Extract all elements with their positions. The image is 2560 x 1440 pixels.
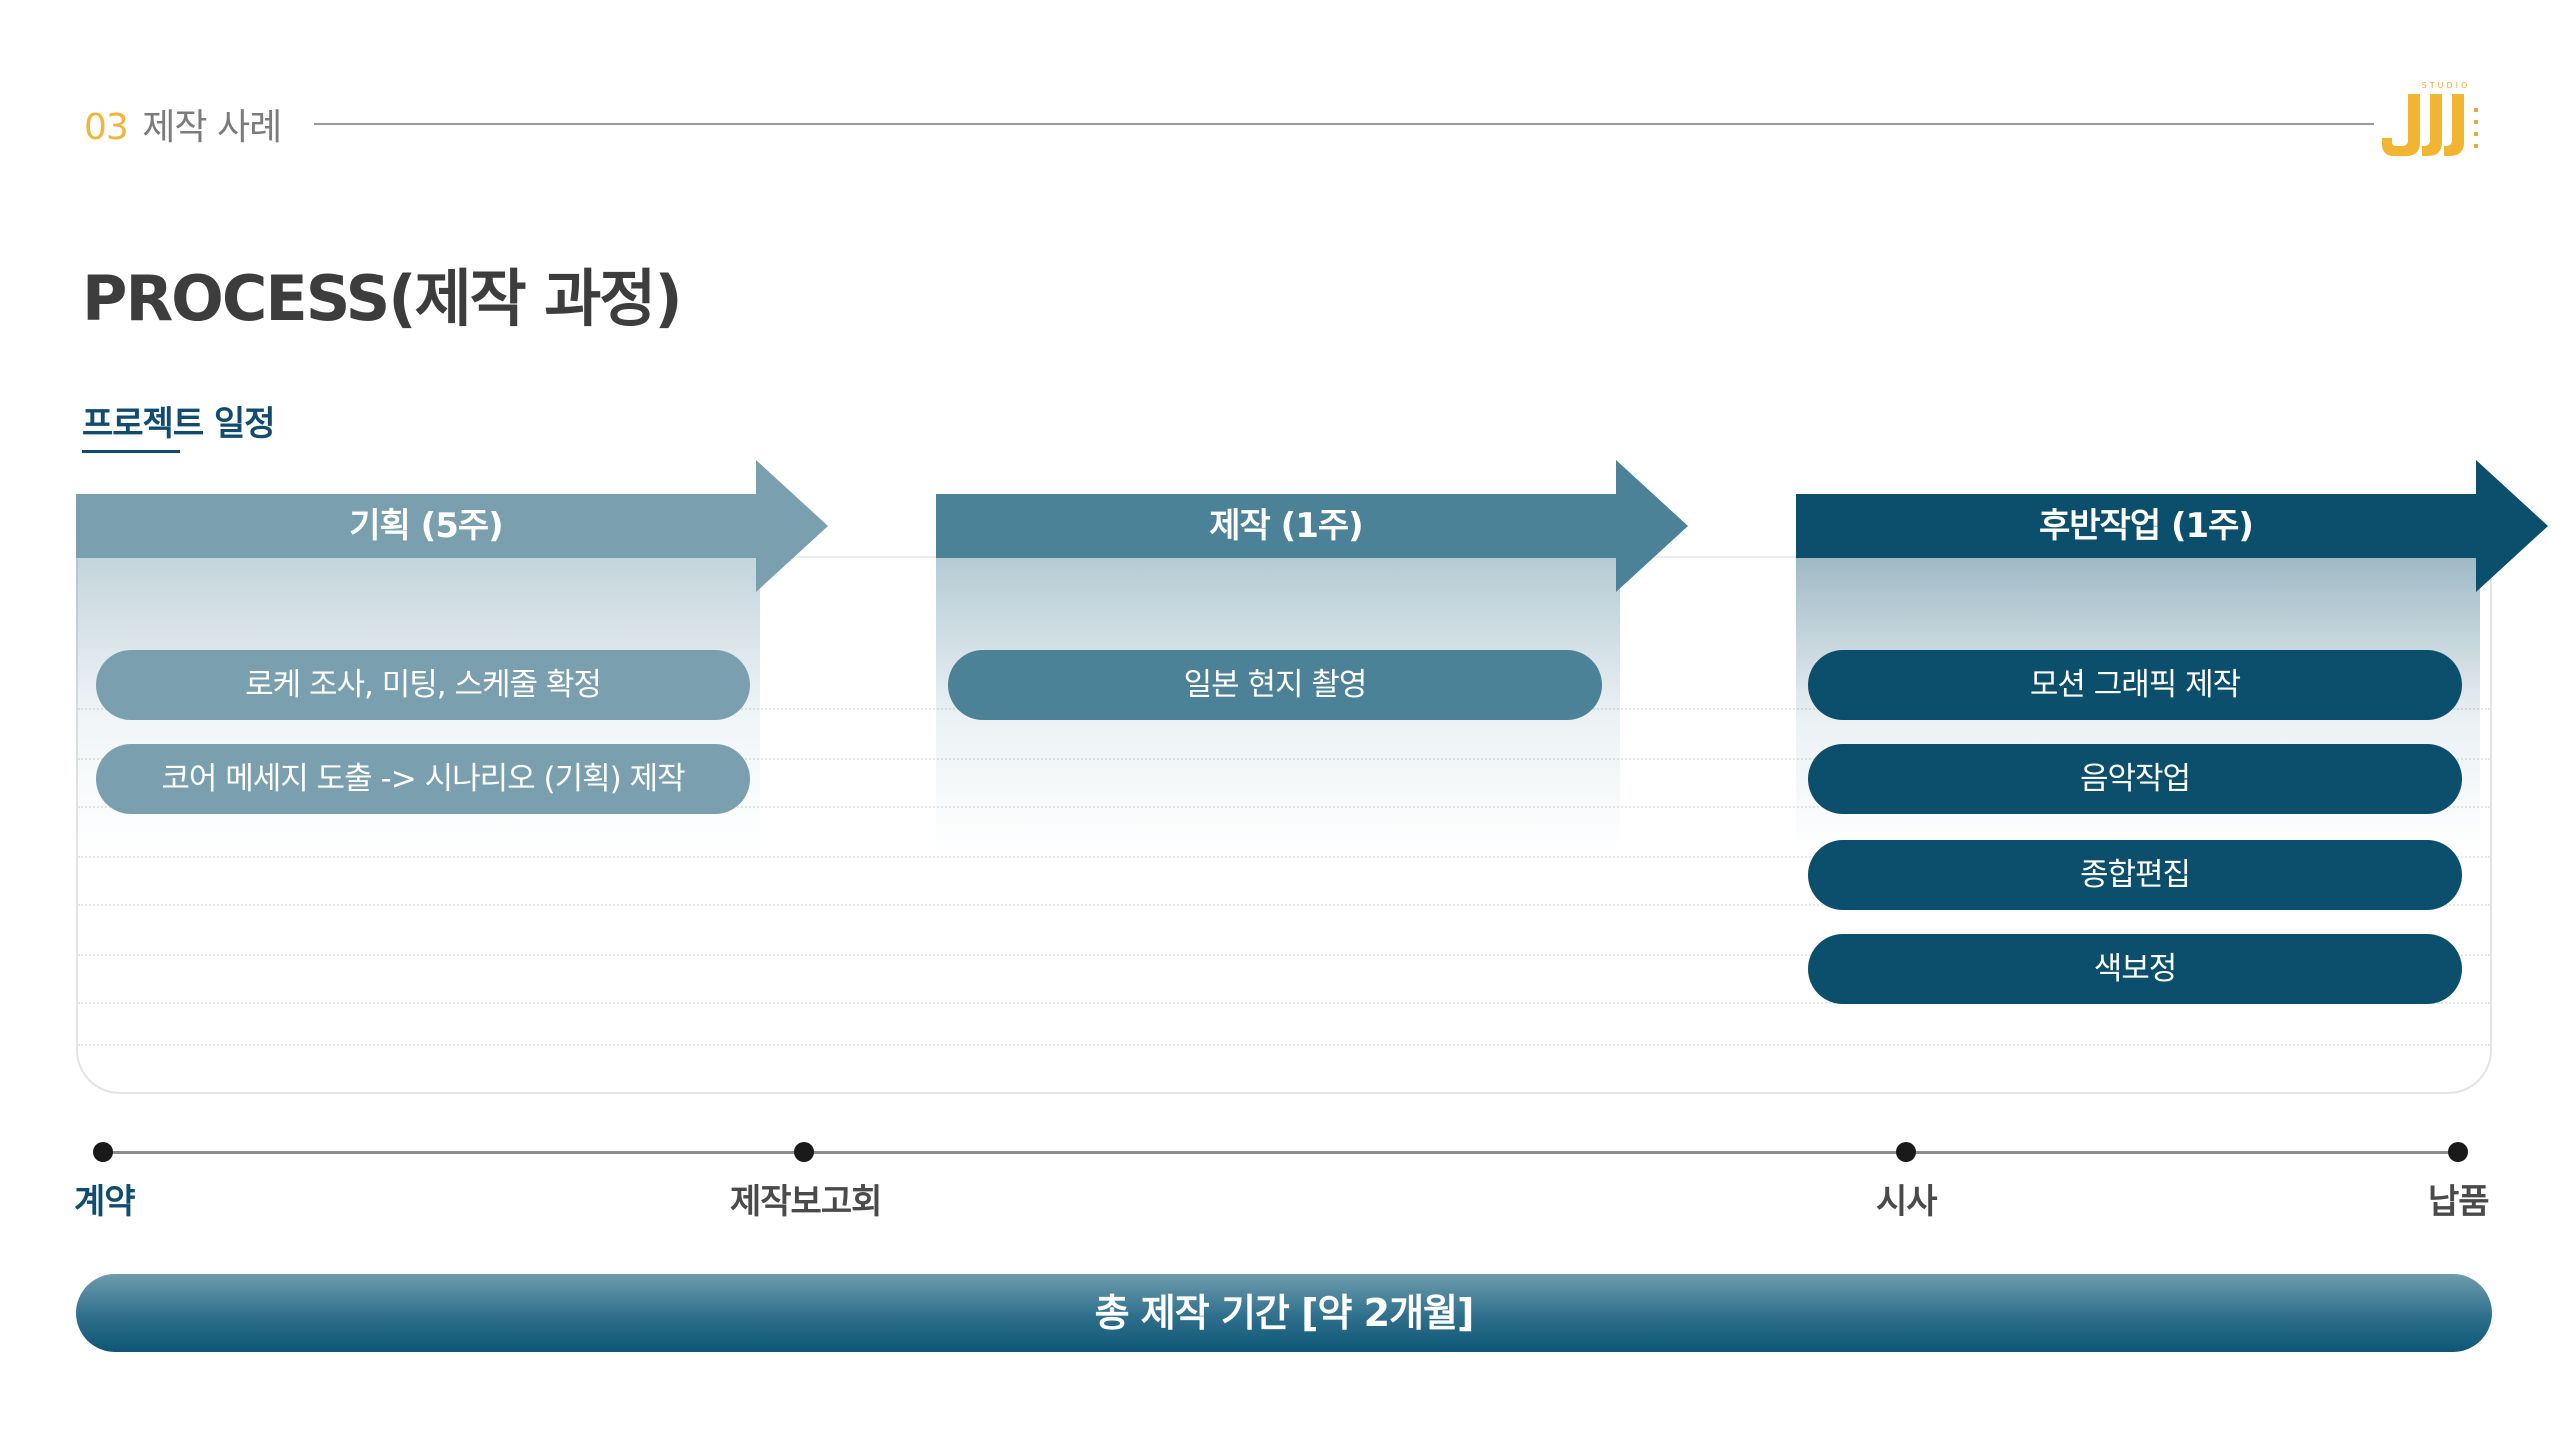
header-divider bbox=[314, 123, 2374, 125]
task-pill: 모션 그래픽 제작 bbox=[1808, 650, 2462, 720]
studio-logo: STUDIO bbox=[2380, 78, 2490, 170]
grid-line bbox=[78, 954, 2490, 956]
task-pill: 코어 메세지 도출 -> 시나리오 (기획) 제작 bbox=[96, 744, 750, 814]
schedule-subheading: 프로젝트 일정 bbox=[82, 404, 276, 444]
grid-line bbox=[78, 856, 2490, 858]
milestone-contract: 계약 bbox=[74, 1182, 136, 1222]
milestone-dot bbox=[2448, 1142, 2468, 1162]
milestone-delivery: 납품 bbox=[2428, 1182, 2490, 1222]
task-pill: 로케 조사, 미팅, 스케줄 확정 bbox=[96, 650, 750, 720]
phase-bar bbox=[76, 494, 760, 558]
total-duration-bar: 총 제작 기간 [약 2개월] bbox=[76, 1274, 2492, 1352]
task-pill: 종합편집 bbox=[1808, 840, 2462, 910]
page-title: PROCESS(제작 과정) bbox=[82, 262, 683, 335]
task-pill: 음악작업 bbox=[1808, 744, 2462, 814]
grid-line bbox=[78, 904, 2490, 906]
milestone-report: 제작보고회 bbox=[730, 1182, 882, 1222]
grid-line bbox=[78, 1044, 2490, 1046]
task-pill: 색보정 bbox=[1808, 934, 2462, 1004]
timeline-line bbox=[102, 1151, 2458, 1154]
arrow-head bbox=[756, 460, 828, 592]
milestone-dot bbox=[794, 1142, 814, 1162]
arrow-head bbox=[1616, 460, 1688, 592]
phase-label-post: 후반작업 (1주) bbox=[2039, 506, 2254, 546]
phase-arrow-production: 제작 (1주) bbox=[936, 460, 1688, 592]
svg-text:STUDIO: STUDIO bbox=[2422, 81, 2471, 90]
phase-bar bbox=[936, 494, 1620, 558]
phase-label-planning: 기획 (5주) bbox=[349, 506, 503, 546]
task-pill: 일본 현지 촬영 bbox=[948, 650, 1602, 720]
phase-bar bbox=[1796, 494, 2480, 558]
section-label: 03 제작 사례 bbox=[84, 98, 282, 150]
milestone-dot bbox=[93, 1142, 113, 1162]
milestone-dot bbox=[1896, 1142, 1916, 1162]
section-title: 제작 사례 bbox=[142, 107, 282, 148]
grid-line bbox=[78, 1002, 2490, 1004]
milestone-preview: 시사 bbox=[1876, 1182, 1938, 1222]
phase-label-production: 제작 (1주) bbox=[1209, 506, 1363, 546]
subheading-underline bbox=[82, 450, 180, 453]
section-number: 03 bbox=[84, 107, 129, 148]
grid-line bbox=[78, 758, 2490, 760]
arrow-head bbox=[2476, 460, 2548, 592]
phase-arrow-planning: 기획 (5주) bbox=[76, 460, 828, 592]
schedule-panel bbox=[76, 536, 2492, 1094]
grid-line bbox=[78, 806, 2490, 808]
phase-arrow-post: 후반작업 (1주) bbox=[1796, 460, 2552, 592]
